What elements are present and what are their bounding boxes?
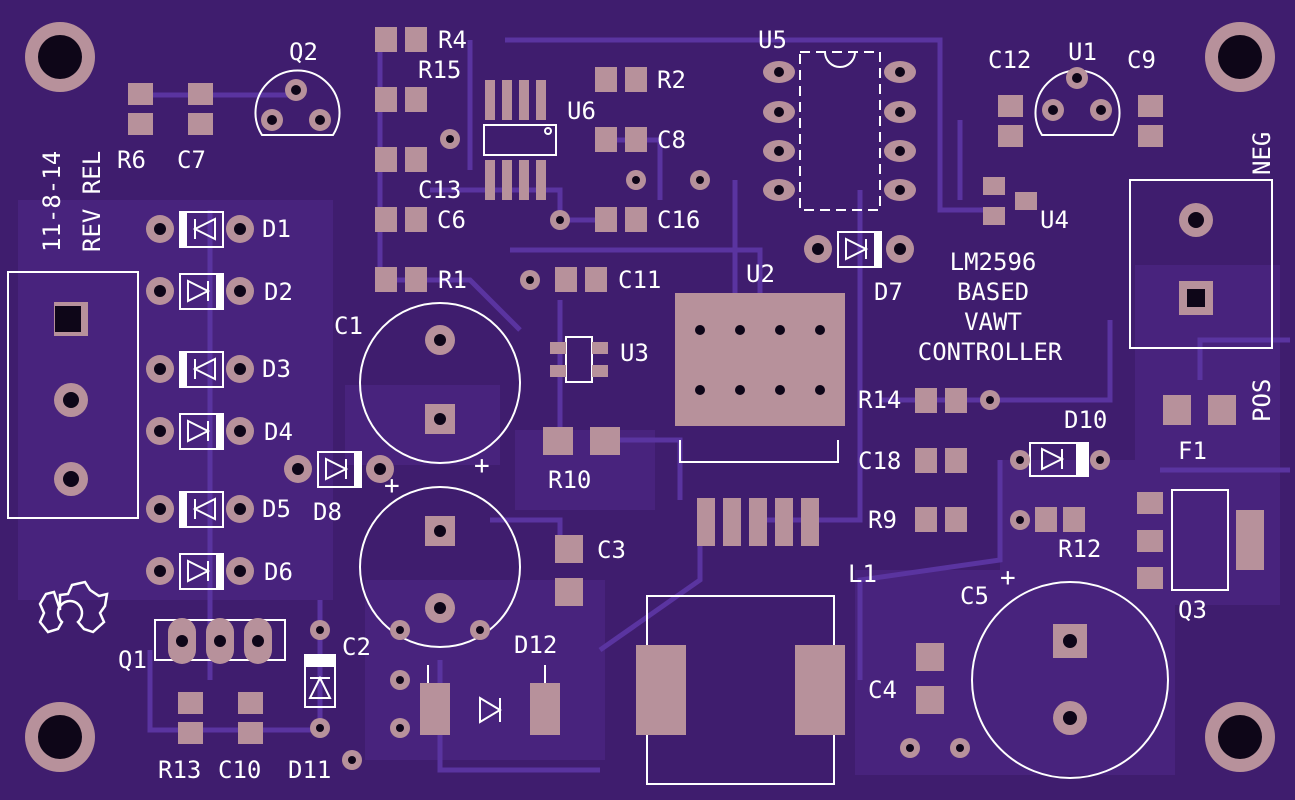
plus-sign-c5: +	[1000, 563, 1016, 593]
label-c10: C10	[218, 756, 261, 784]
label-l1: L1	[848, 560, 877, 588]
title-line-2: BASED	[957, 278, 1029, 306]
polarity-markers: + + + NEG POS	[384, 132, 1276, 593]
label-d1: D1	[262, 215, 291, 243]
diode-d12	[479, 696, 502, 724]
label-d8: D8	[313, 498, 342, 526]
copper-pour	[18, 200, 1280, 775]
label-r12: R12	[1058, 535, 1101, 563]
label-r9: R9	[868, 506, 897, 534]
diode-d2	[179, 273, 224, 310]
label-u4: U4	[1040, 206, 1069, 234]
label-d12: D12	[514, 631, 557, 659]
designator-labels: Q2 R4 R15 U6 R2 C8 C13 C6 C16 U5 C12 U1 …	[117, 26, 1207, 784]
mounting-holes	[25, 22, 1275, 772]
label-c16: C16	[657, 206, 700, 234]
revision-info: 11-8-14 REV REL	[38, 151, 106, 252]
label-d7: D7	[874, 278, 903, 306]
label-r14: R14	[858, 386, 901, 414]
mounting-hole-tr	[1205, 22, 1275, 92]
diode-d1	[179, 211, 224, 248]
label-q2: Q2	[289, 38, 318, 66]
diode-d11	[305, 655, 335, 699]
mounting-hole-bl	[25, 702, 95, 772]
label-r2: R2	[657, 66, 686, 94]
label-d5: D5	[262, 495, 291, 523]
label-d4: D4	[264, 418, 293, 446]
label-c18: C18	[858, 447, 901, 475]
label-r15: R15	[418, 56, 461, 84]
label-d2: D2	[264, 278, 293, 306]
title-line-1: LM2596	[950, 248, 1037, 276]
title-line-4: CONTROLLER	[918, 338, 1063, 366]
label-d10: D10	[1064, 406, 1107, 434]
label-c8: C8	[657, 126, 686, 154]
label-r6: R6	[117, 146, 146, 174]
label-u1: U1	[1068, 38, 1097, 66]
label-c5: C5	[960, 582, 989, 610]
label-r13: R13	[158, 756, 201, 784]
label-c9: C9	[1127, 46, 1156, 74]
diode-d5	[179, 491, 224, 528]
label-d11: D11	[288, 756, 331, 784]
plus-sign-c1: +	[474, 451, 490, 481]
label-u6: U6	[567, 97, 596, 125]
diode-d3	[179, 351, 224, 388]
label-u5: U5	[758, 26, 787, 54]
pos-label: POS	[1248, 379, 1276, 422]
diode-d7	[837, 231, 882, 268]
label-c2: C2	[342, 633, 371, 661]
label-c13: C13	[418, 176, 461, 204]
plus-sign-c2: +	[384, 471, 400, 501]
label-f1: F1	[1178, 437, 1207, 465]
diode-d6	[179, 553, 224, 590]
diode-d4	[179, 413, 224, 450]
open-hardware-logo	[38, 580, 109, 634]
label-c6: C6	[437, 206, 466, 234]
label-c3: C3	[597, 536, 626, 564]
diodes	[179, 211, 1089, 724]
mounting-hole-br	[1205, 702, 1275, 772]
diode-d8	[317, 451, 362, 488]
label-c7: C7	[177, 146, 206, 174]
date-label: 11-8-14	[38, 151, 66, 252]
label-q3: Q3	[1178, 596, 1207, 624]
label-c4: C4	[868, 676, 897, 704]
label-d6: D6	[264, 558, 293, 586]
board-title: LM2596 BASED VAWT CONTROLLER	[918, 248, 1063, 366]
label-d3: D3	[262, 355, 291, 383]
label-q1: Q1	[118, 646, 147, 674]
neg-label: NEG	[1248, 132, 1276, 175]
label-r1: R1	[438, 266, 467, 294]
label-u2: U2	[746, 260, 775, 288]
diode-d10	[1029, 442, 1089, 477]
label-u3: U3	[620, 339, 649, 367]
label-r10: R10	[548, 466, 591, 494]
pads	[54, 27, 1264, 770]
label-c1: C1	[334, 312, 363, 340]
title-line-3: VAWT	[964, 308, 1022, 336]
label-c11: C11	[618, 266, 661, 294]
copper-traces	[140, 37, 1290, 773]
rev-label: REV REL	[78, 151, 106, 252]
mounting-hole-tl	[25, 22, 95, 92]
label-c12: C12	[988, 46, 1031, 74]
label-r4: R4	[438, 26, 467, 54]
